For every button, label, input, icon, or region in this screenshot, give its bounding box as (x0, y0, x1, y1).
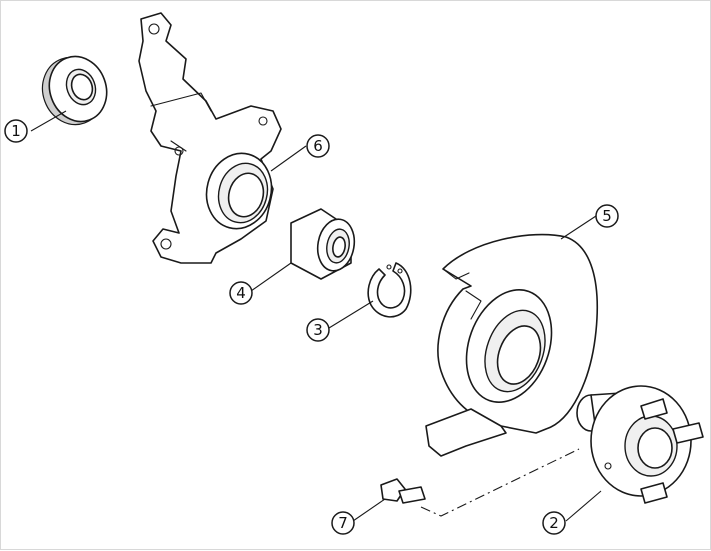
callout-1-label: 1 (11, 122, 21, 140)
callout-5: 5 (595, 204, 619, 228)
bolt (380, 478, 426, 504)
callout-2-label: 2 (549, 514, 559, 532)
callout-6-label: 6 (313, 137, 323, 155)
dust-cover (425, 233, 599, 457)
callout-7-label: 7 (338, 514, 348, 532)
wheel-bearing (290, 208, 356, 280)
callout-4-label: 4 (236, 284, 246, 302)
wheel-hub (576, 385, 704, 504)
callout-4: 4 (229, 281, 253, 305)
leader-lines (30, 110, 602, 522)
oil-seal (41, 55, 108, 126)
assembly-centerline (420, 448, 580, 517)
callout-1: 1 (4, 119, 28, 143)
callout-6: 6 (306, 134, 330, 158)
steering-knuckle (138, 12, 282, 264)
callout-3: 3 (306, 318, 330, 342)
snap-ring (367, 262, 412, 318)
callout-5-label: 5 (602, 207, 612, 225)
callout-2: 2 (542, 511, 566, 535)
callout-3-label: 3 (313, 321, 323, 339)
callout-7: 7 (331, 511, 355, 535)
